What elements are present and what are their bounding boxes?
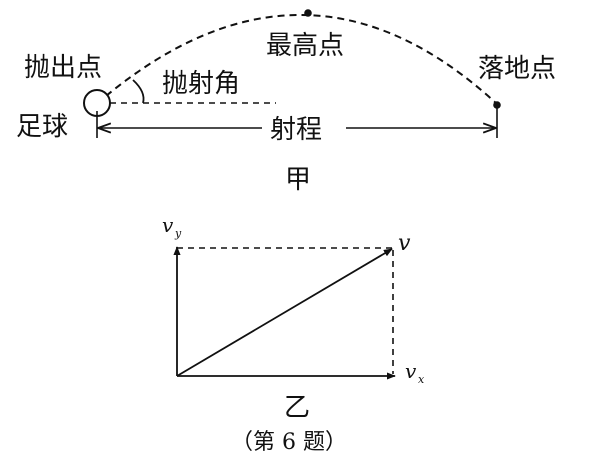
launch-angle-label: 抛射角 xyxy=(162,69,240,99)
ball-label: 足球 xyxy=(16,112,68,142)
figure-a: 抛出点 足球 抛射角 最高点 落地点 射程 甲 xyxy=(16,9,556,195)
trajectory-curve xyxy=(105,14,498,105)
figure-b: v v y v x 乙 xyxy=(162,213,425,423)
peak-label: 最高点 xyxy=(266,31,344,61)
problem-caption: （第 6 题） xyxy=(231,430,347,455)
vx-label: v x xyxy=(405,359,425,386)
v-arrow xyxy=(176,248,393,377)
launch-angle-arc xyxy=(132,79,145,104)
v-label: v xyxy=(398,231,411,256)
landing-point-dot xyxy=(493,101,501,109)
launch-point-label: 抛出点 xyxy=(24,53,102,83)
vx-label-sub: x xyxy=(418,373,425,386)
vy-label-sub: y xyxy=(174,227,182,240)
range-label: 射程 xyxy=(270,115,322,145)
peak-point-dot xyxy=(304,9,312,17)
vy-label: v y xyxy=(162,213,182,240)
figure-a-caption: 甲 xyxy=(285,165,311,195)
landing-point-label: 落地点 xyxy=(478,54,556,84)
figure-b-caption: 乙 xyxy=(284,393,310,423)
vx-label-main: v xyxy=(405,359,417,383)
vy-label-main: v xyxy=(162,213,174,237)
